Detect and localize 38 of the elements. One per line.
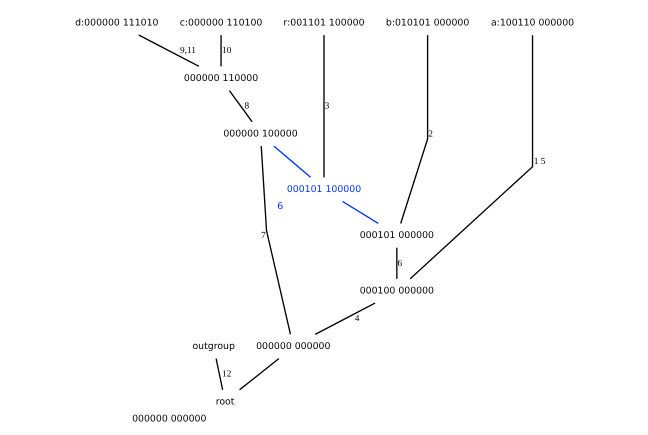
node-text: 000000 100000 — [222, 128, 298, 140]
connector — [238, 358, 279, 390]
node-text: 000101 100000 — [286, 184, 361, 195]
edge-label: 7 — [260, 231, 266, 242]
node-text: d:000000 111010 — [74, 17, 158, 28]
connector — [342, 200, 378, 224]
node-text: 000000 000000 — [256, 340, 330, 352]
edge-label: 1 5 — [533, 157, 545, 168]
connector — [409, 35, 533, 280]
node-text: root — [215, 396, 234, 408]
node-text: a:100110 000000 — [490, 17, 574, 28]
connector — [273, 146, 310, 178]
edge-label: 4 — [354, 314, 359, 324]
edge-label: 10 — [222, 46, 231, 56]
connector — [214, 358, 223, 390]
connector — [322, 35, 324, 178]
edge-label: 3 — [324, 102, 329, 112]
node-text: 000100 000000 — [359, 286, 434, 296]
node-text: 000101 000000 — [359, 230, 434, 242]
connector — [396, 248, 398, 279]
connector — [138, 34, 199, 67]
edge-label: 2 — [428, 129, 432, 140]
connector — [228, 90, 252, 122]
node-text: b:010101 000000 — [385, 17, 469, 28]
node-text: 000000 110000 — [183, 72, 258, 84]
edge-label: 9,11 — [179, 46, 196, 56]
edge-label: 12 — [222, 370, 231, 380]
node-label: 000000 000000 — [132, 414, 206, 424]
connector — [260, 146, 291, 334]
node-text: outgroup — [192, 340, 234, 352]
edge-label: 6 — [397, 258, 402, 269]
connector — [220, 35, 222, 66]
node-text: c:000000 110100 — [179, 17, 262, 28]
node-text: r:001101 100000 — [282, 17, 364, 28]
edge-label: 8 — [244, 102, 249, 112]
connector — [314, 302, 375, 335]
connector — [400, 35, 428, 224]
node-label: 6 — [276, 200, 283, 212]
